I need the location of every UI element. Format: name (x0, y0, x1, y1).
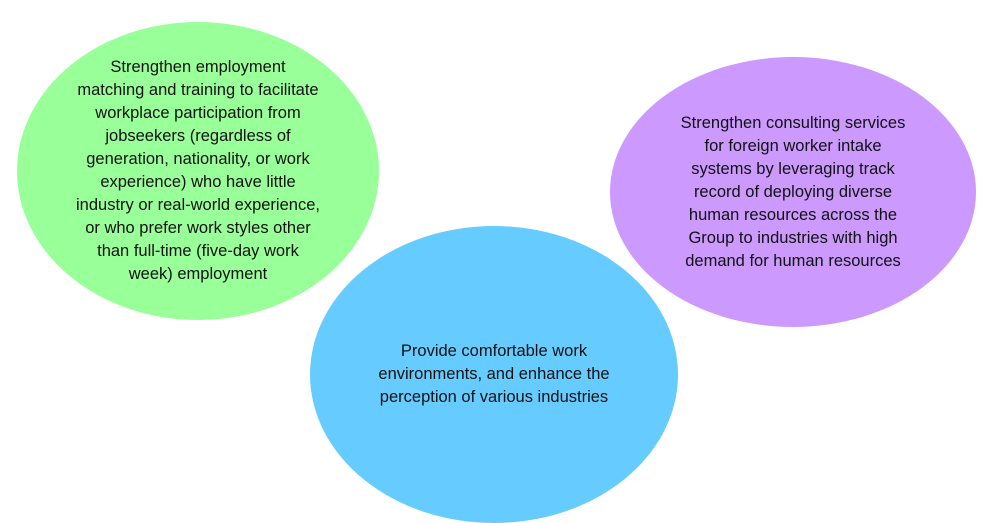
work-environment-line: perception of various industries (379, 388, 609, 406)
foreign-worker-bubble: Strengthen consulting services for forei… (610, 57, 976, 327)
employment-line: generation, nationality, or work (86, 150, 310, 168)
work-environment-bubble: Provide comfortable work environments, a… (310, 226, 678, 523)
foreign-worker-line: systems by leveraging track (691, 159, 895, 178)
foreign-worker-bubble-text: Strengthen consulting services for forei… (681, 112, 906, 273)
foreign-worker-line: Strengthen consulting services (680, 113, 906, 132)
employment-line: jobseekers (regardless of (105, 127, 291, 145)
employment-line: week) employment (128, 265, 268, 283)
employment-line: than full-time (five-day work (97, 242, 299, 260)
foreign-worker-line: demand for human resources (685, 251, 901, 270)
foreign-worker-line: Group to industries with high (688, 228, 898, 247)
foreign-worker-line: human resources across the (688, 205, 898, 224)
employment-bubble: Strengthen employment matching and train… (17, 22, 379, 320)
foreign-worker-line: record of deploying diverse (693, 182, 893, 201)
employment-line: or who prefer work styles other (85, 219, 311, 237)
work-environment-line: Provide comfortable work (400, 342, 588, 360)
foreign-worker-line: for foreign worker intake (704, 136, 882, 155)
employment-line: workplace participation from (95, 104, 301, 122)
employment-line: matching and training to facilitate (77, 81, 319, 99)
work-environment-bubble-text: Provide comfortable work environments, a… (378, 340, 609, 409)
employment-line: experience) who have little (100, 173, 296, 191)
employment-bubble-text: Strengthen employment matching and train… (76, 56, 320, 286)
employment-line: Strengthen employment (110, 58, 286, 76)
employment-line: industry or real-world experience, (76, 196, 320, 214)
work-environment-line: environments, and enhance the (378, 365, 610, 383)
